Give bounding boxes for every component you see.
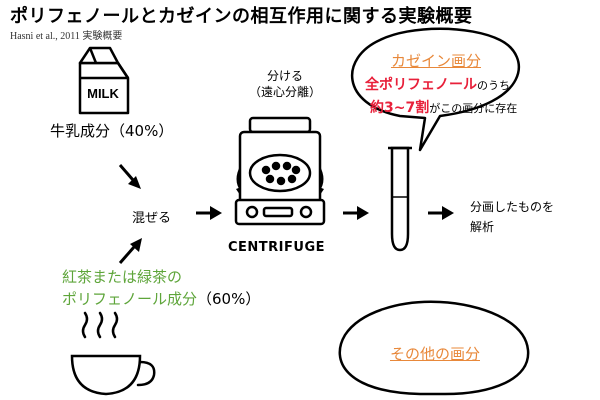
tea-polyphenol-text: ポリフェノール成分 — [62, 290, 198, 308]
citation: Hasni et al., 2011 実験概要 — [10, 31, 123, 42]
tea-cup-icon — [70, 311, 156, 396]
other-bubble — [338, 300, 530, 396]
arrow-tea-to-mix — [118, 238, 142, 264]
separate-label-line1: 分ける — [267, 69, 304, 83]
casein-fraction-line2: 全ポリフェノールのうち — [365, 74, 510, 94]
milk-label: 牛乳成分（40%） — [50, 122, 174, 140]
arrow-milk-to-mix — [118, 164, 141, 189]
analyze-label-line1: 分画したものを — [470, 200, 555, 214]
tea-percent-text: （60%） — [197, 290, 261, 308]
milk-carton-text: MILK — [87, 86, 119, 101]
test-tube-icon — [388, 146, 412, 252]
arrow-centrifuge-to-tube — [343, 206, 369, 220]
analyze-label-line2: 解析 — [470, 220, 495, 234]
arrow-tube-to-analyze — [428, 206, 454, 220]
casein-fraction-title: カゼイン画分 — [390, 52, 481, 70]
among-text: のうち — [477, 79, 510, 92]
all-polyphenol-text: 全ポリフェノール — [365, 77, 477, 93]
separate-label-line2: （遠心分離） — [249, 85, 322, 99]
separate-label: 分ける （遠心分離） — [249, 68, 321, 100]
casein-bubble — [350, 27, 521, 152]
tea-label: 紅茶または緑茶の ポリフェノール成分（60%） — [62, 266, 260, 310]
casein-fraction-line3: 約3~7割がこの画分に存在 — [370, 97, 517, 117]
analyze-label: 分画したものを 解析 — [470, 197, 554, 237]
mix-label: 混ぜる — [132, 211, 172, 226]
tea-label-line1: 紅茶または緑茶の — [62, 268, 183, 286]
exists-text: がこの画分に存在 — [429, 102, 518, 115]
arrow-mix-to-centrifuge — [196, 206, 222, 220]
milk-carton-icon: MILK — [78, 46, 130, 115]
centrifuge-icon — [234, 116, 326, 226]
page-title: ポリフェノールとカゼインの相互作用に関する実験概要 — [10, 6, 473, 27]
other-fraction-title: その他の画分 — [389, 345, 480, 363]
ratio-text: 約3~7割 — [370, 100, 430, 116]
tea-label-line2: ポリフェノール成分（60%） — [62, 288, 260, 310]
centrifuge-label: CENTRIFUGE — [228, 240, 326, 255]
